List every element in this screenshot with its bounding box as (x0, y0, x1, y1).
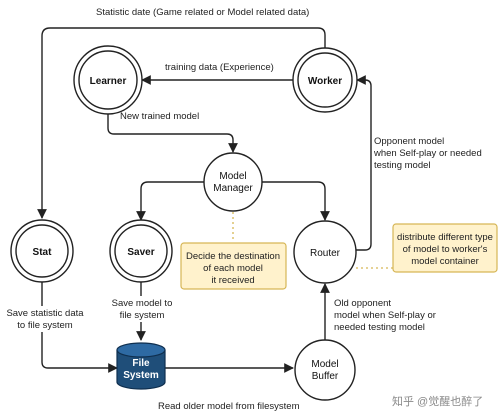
label-opponent-line-1: Opponent model (374, 136, 444, 147)
label-bg-save-stat (4, 306, 88, 332)
label-bg-save-model (106, 296, 178, 322)
label-save-model-line-2: file system (120, 310, 165, 321)
label-bg-read-older (156, 399, 302, 412)
label-new-trained-model: New trained model (120, 111, 199, 122)
label-save-stat-line-1: Save statistic data (6, 308, 84, 319)
node-worker: Worker (292, 47, 358, 113)
note-decide-line-1: Decide the destination (186, 251, 280, 262)
label-bg-statistic (92, 4, 402, 18)
node-model-manager: Model Manager (203, 152, 263, 212)
label-opponent-line-2: when Self-play or needed (373, 148, 482, 159)
note-distribute-line-2: of model to worker's (403, 244, 488, 255)
node-model-manager-line-2: Manager (213, 183, 253, 194)
note-decide: Decide the destination of each model it … (180, 242, 287, 290)
label-save-model-line-1: Save model to (112, 298, 173, 309)
edges (37, 27, 372, 373)
node-model-buffer: Model Buffer (294, 339, 356, 401)
node-router: Router (293, 220, 357, 284)
edge-new-trained-model (107, 113, 238, 153)
label-old-opponent-line-3: needed testing model (334, 322, 425, 333)
note-decide-line-3: it received (211, 275, 254, 286)
note-distribute-line-1: distribute different type (397, 232, 493, 243)
node-stat: Stat (10, 219, 74, 283)
label-bg-new-trained (118, 109, 206, 122)
edge-labels: Statistic date (Game related or Model re… (4, 4, 484, 412)
label-read-older: Read older model from filesystem (158, 401, 300, 412)
label-opponent-line-3: testing model (374, 160, 431, 171)
label-save-stat-line-2: to file system (17, 320, 73, 331)
label-bg-opponent (372, 135, 484, 173)
label-old-opponent-line-2: model when Self-play or (334, 310, 436, 321)
watermark: 知乎 @觉醒也醉了 (392, 394, 483, 408)
node-model-manager-line-1: Model (219, 171, 246, 182)
node-file-system: File System (116, 342, 166, 390)
note-decide-line-2: of each model (203, 263, 263, 274)
node-learner-label: Learner (90, 76, 127, 87)
edge-statistic-data (37, 27, 326, 219)
edge-manager-router (261, 181, 330, 221)
notes: Decide the destination of each model it … (180, 223, 498, 290)
node-saver-label: Saver (127, 247, 154, 258)
note-distribute: distribute different type of model to wo… (392, 223, 498, 273)
node-model-buffer-line-1: Model (311, 359, 338, 370)
label-statistic-data: Statistic date (Game related or Model re… (96, 7, 309, 18)
node-saver: Saver (109, 219, 173, 283)
node-worker-label: Worker (308, 76, 342, 87)
note-connectors (232, 212, 401, 269)
edge-stat-filesystem (41, 282, 118, 373)
node-file-system-line-1: File (132, 358, 150, 369)
node-file-system-line-2: System (123, 370, 159, 381)
note-distribute-line-3: model container (411, 256, 479, 267)
label-bg-old-opponent (332, 296, 444, 334)
label-bg-training (162, 60, 278, 73)
node-learner: Learner (73, 45, 143, 115)
nodes: Learner Worker Model Manager Stat Saver (10, 45, 358, 401)
edge-opponent-model (355, 75, 372, 251)
edge-manager-saver (136, 181, 205, 221)
label-training-data: training data (Experience) (165, 62, 274, 73)
node-stat-label: Stat (33, 247, 53, 258)
node-model-buffer-line-2: Buffer (312, 371, 339, 382)
label-old-opponent-line-1: Old opponent (334, 298, 391, 309)
node-router-label: Router (310, 248, 341, 259)
